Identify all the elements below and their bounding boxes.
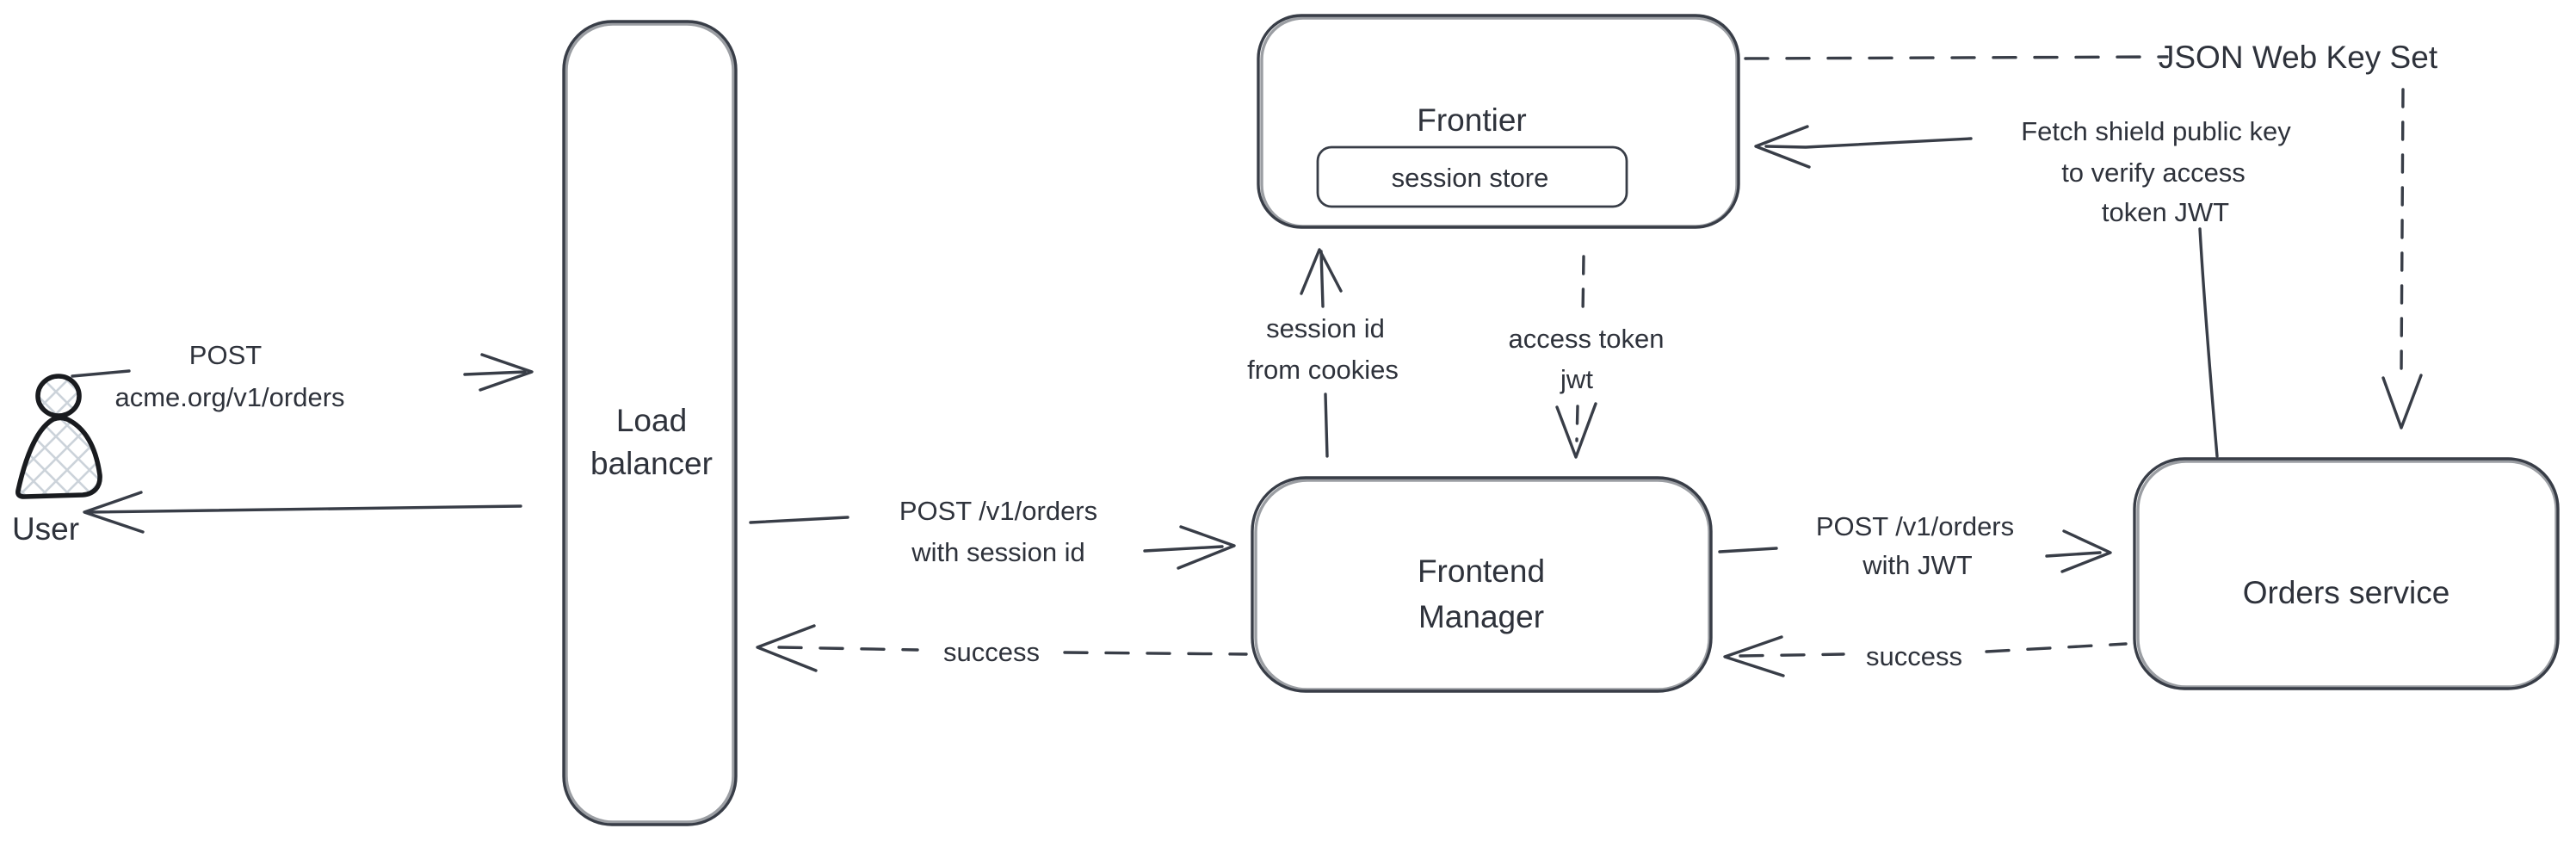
arrow-lb-to-user-line bbox=[86, 504, 522, 514]
arrow-fm-to-frontier-head bbox=[1300, 248, 1343, 295]
arrow-orders-to-fm-success: success bbox=[1723, 635, 2128, 677]
user-node: User bbox=[12, 374, 102, 547]
frontier-box-sketch bbox=[1260, 16, 1739, 228]
user-label: User bbox=[12, 511, 79, 547]
arrow-lb-to-fm-head bbox=[1177, 525, 1236, 570]
arrow-fm-to-orders-line-start bbox=[1718, 547, 1778, 553]
jwks-to-orders-head bbox=[2381, 374, 2423, 430]
jwks-group: JSON Web Key Set bbox=[1744, 40, 2438, 430]
arrow-user-to-lb-label-2: acme.org/v1/orders bbox=[114, 382, 344, 412]
orders-service-label: Orders service bbox=[2243, 575, 2450, 610]
frontend-manager-label-2: Manager bbox=[1418, 599, 1544, 634]
arrow-frontier-to-fm-head bbox=[1555, 402, 1597, 459]
frontend-manager-node: Frontend Manager bbox=[1251, 476, 1713, 693]
arrow-user-to-lb-head bbox=[479, 353, 534, 392]
orders-service-box-sketch bbox=[2136, 460, 2558, 689]
arrow-frontier-to-fm-label-1: access token bbox=[1509, 324, 1665, 354]
arrow-fm-to-orders-label-2: with JWT bbox=[1862, 550, 1973, 580]
arrow-user-to-lb-line-end bbox=[463, 370, 527, 376]
user-icon-body bbox=[15, 415, 102, 499]
jwks-to-orders-dash bbox=[2400, 88, 2405, 375]
load-balancer-box-sketch bbox=[565, 22, 735, 824]
arrow-lb-to-fm-line-end bbox=[1143, 545, 1224, 553]
frontier-to-jwks-dash bbox=[1744, 55, 2169, 60]
load-balancer-box bbox=[562, 20, 738, 826]
session-store-box bbox=[1316, 145, 1628, 208]
arrow-user-to-lb-line-start bbox=[71, 369, 131, 378]
frontend-manager-box bbox=[1251, 476, 1713, 693]
arrow-frontier-to-fm-dash-bottom bbox=[1575, 405, 1579, 442]
arrow-fm-to-orders-head bbox=[2060, 529, 2112, 573]
arrow-lb-to-user-head bbox=[83, 491, 145, 534]
frontier-node: Frontier session store bbox=[1257, 14, 1740, 229]
arrow-orders-to-frontier: Fetch shield public key to verify access… bbox=[1754, 116, 2291, 458]
arrow-frontier-to-fm-dash-top bbox=[1581, 255, 1585, 317]
arrow-fm-to-frontier: session id from cookies bbox=[1247, 248, 1399, 458]
load-balancer-node: Load balancer bbox=[562, 20, 738, 826]
arrow-frontier-to-fm-label-2: jwt bbox=[1560, 364, 1593, 394]
orders-service-box bbox=[2133, 457, 2560, 690]
user-icon bbox=[35, 374, 82, 418]
arrow-orders-to-fm-dash-1 bbox=[1739, 652, 1845, 658]
arrow-orders-to-frontier-line bbox=[1764, 137, 1973, 149]
frontend-manager-label-1: Frontend bbox=[1418, 553, 1545, 589]
arrow-fm-to-orders-line-end bbox=[2045, 551, 2102, 558]
frontier-label: Frontier bbox=[1417, 102, 1526, 138]
arrow-orders-to-fm-dash-2 bbox=[1985, 642, 2128, 653]
arrow-user-to-lb: POST acme.org/v1/orders bbox=[71, 340, 534, 412]
arrow-fm-to-lb-label: success bbox=[943, 637, 1040, 667]
arrow-fm-to-lb-head bbox=[756, 624, 818, 672]
session-store-label: session store bbox=[1392, 163, 1549, 193]
jwks-label: JSON Web Key Set bbox=[2159, 40, 2438, 75]
arrow-user-to-lb-label-1: POST bbox=[189, 340, 262, 370]
orders-service-node: Orders service bbox=[2133, 457, 2560, 690]
arrow-orders-to-frontier-label-2: to verify access bbox=[2061, 158, 2246, 188]
frontend-manager-box-sketch bbox=[1254, 479, 1711, 691]
arrow-fm-to-frontier-line-high bbox=[1319, 250, 1325, 308]
arrow-orders-to-frontier-label-1: Fetch shield public key bbox=[2021, 116, 2291, 146]
arrow-fm-to-frontier-label-2: from cookies bbox=[1247, 355, 1399, 385]
arrow-orders-to-fm-label: success bbox=[1866, 641, 1962, 671]
arrow-fm-to-lb-dash-1 bbox=[777, 646, 919, 652]
arrow-orders-to-frontier-curve bbox=[2198, 227, 2219, 458]
arrow-fm-to-lb-dash-2 bbox=[1063, 651, 1248, 656]
arrow-lb-to-fm-label-1: POST /v1/orders bbox=[899, 496, 1097, 526]
arrow-fm-to-frontier-label-1: session id bbox=[1266, 313, 1385, 343]
arrow-fm-to-lb-success: success bbox=[756, 624, 1248, 672]
arrow-fm-to-orders-label-1: POST /v1/orders bbox=[1816, 511, 2014, 541]
arrow-orders-to-frontier-head bbox=[1754, 125, 1811, 169]
arrow-lb-to-user bbox=[83, 491, 522, 534]
load-balancer-label-1: Load bbox=[616, 403, 687, 438]
load-balancer-label-2: balancer bbox=[590, 446, 713, 481]
arrow-fm-to-orders: POST /v1/orders with JWT bbox=[1718, 511, 2112, 580]
arrow-fm-to-frontier-line-low bbox=[1324, 393, 1329, 458]
arrow-orders-to-fm-head bbox=[1723, 635, 1785, 677]
arrow-frontier-to-fm: access token jwt bbox=[1509, 255, 1665, 459]
arrow-lb-to-fm-line-start bbox=[749, 516, 849, 524]
arrow-orders-to-frontier-label-3: token JWT bbox=[2102, 197, 2229, 227]
arrow-lb-to-fm: POST /v1/orders with session id bbox=[749, 496, 1236, 570]
arrow-lb-to-fm-label-2: with session id bbox=[911, 537, 1085, 567]
